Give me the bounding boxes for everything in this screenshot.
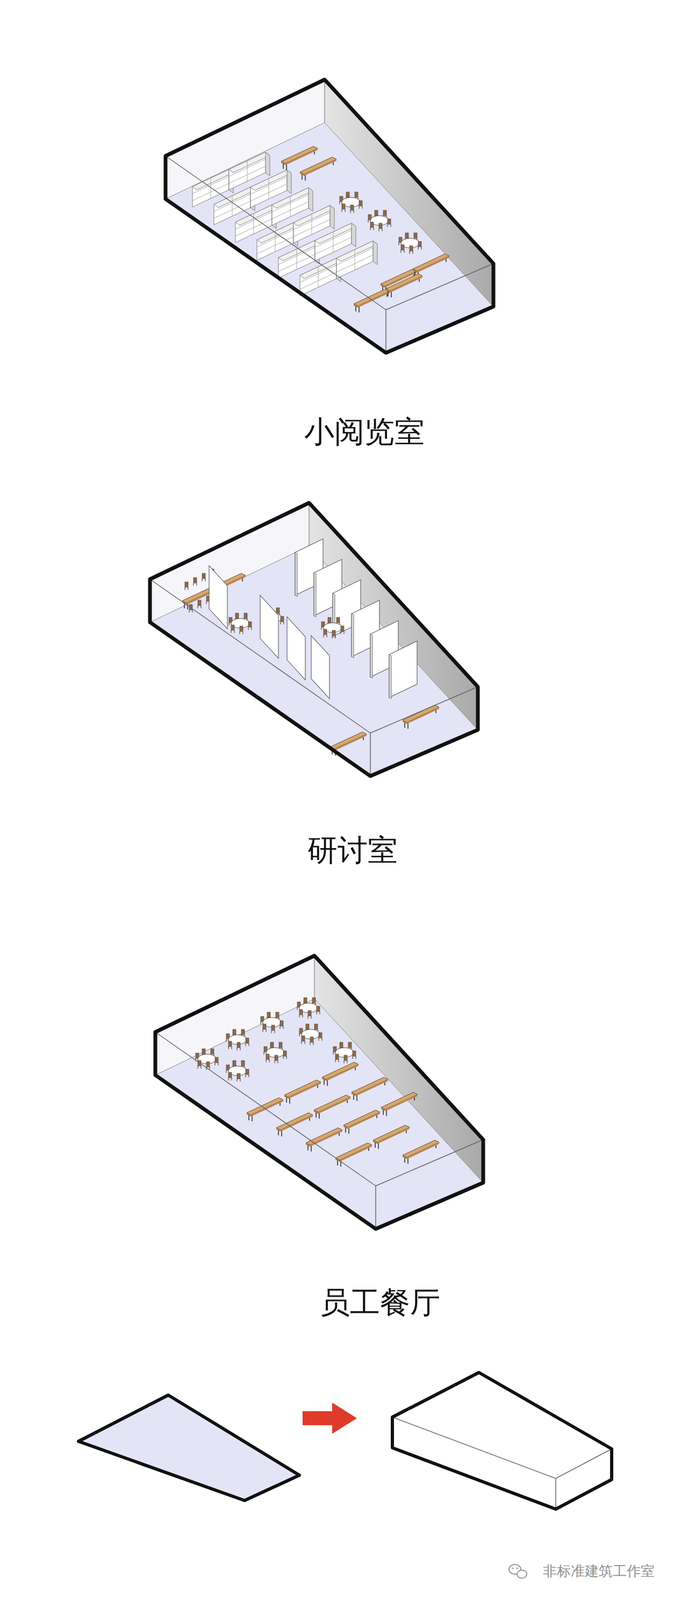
tables (281, 146, 450, 313)
wechat-icon (509, 1563, 527, 1578)
reading-room (165, 79, 494, 353)
round-tables (195, 997, 356, 1081)
red-arrow (302, 1401, 357, 1433)
plan-shape (78, 1394, 300, 1500)
room-label: 研讨室 (307, 831, 398, 868)
room-label: 员工餐厅 (319, 1283, 441, 1320)
extruded-volume (392, 1371, 612, 1509)
partitions-front (209, 565, 330, 699)
room-label: 小阅览室 (304, 413, 425, 450)
staff-canteen (155, 955, 484, 1229)
partitions-back (295, 538, 418, 699)
long-tables (246, 1061, 440, 1166)
watermark: 非标准建筑工作室 (542, 1561, 655, 1579)
seminar-room (149, 502, 478, 776)
bookshelves (192, 152, 378, 296)
